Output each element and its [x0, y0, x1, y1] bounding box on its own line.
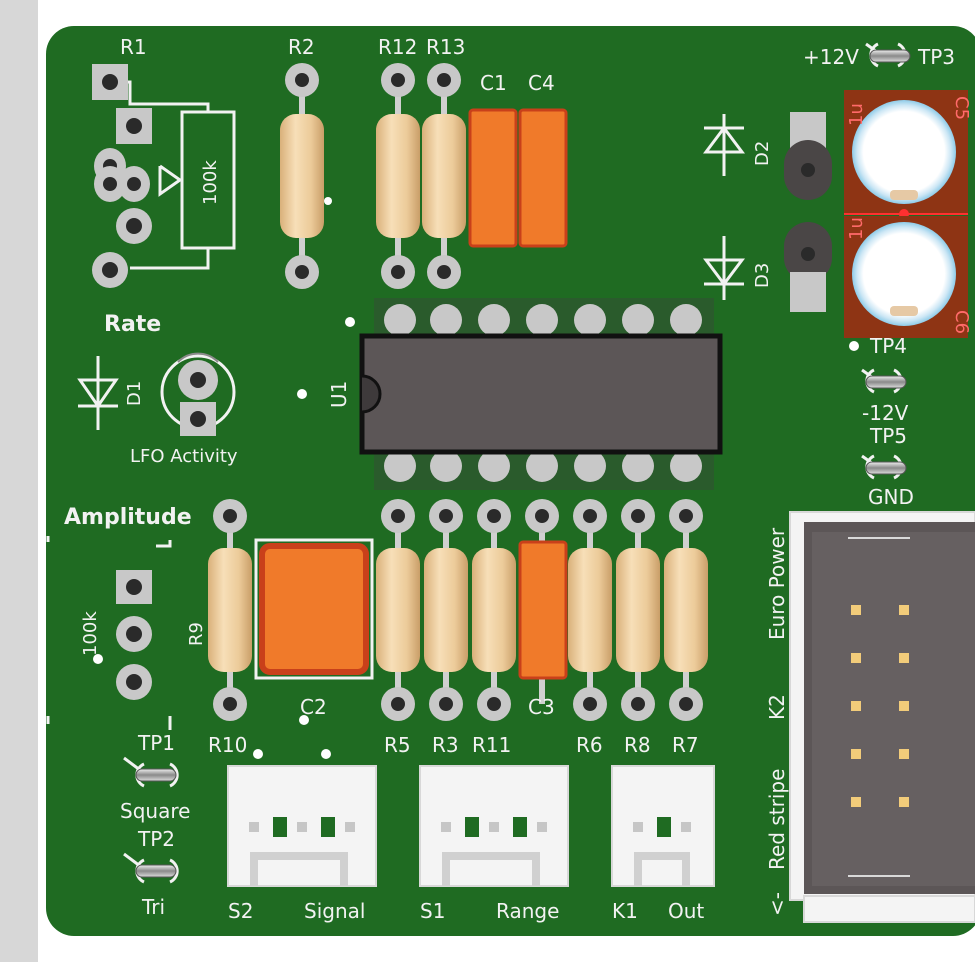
- label-k2: K2: [765, 694, 789, 720]
- pot-amplitude: [46, 536, 172, 730]
- resistor-r5: [376, 499, 420, 721]
- label-tp5: TP5: [869, 424, 907, 448]
- diode-body-d2: [784, 112, 832, 200]
- pot-r1: [92, 64, 236, 288]
- label-s1: S1: [420, 899, 445, 923]
- label-d2: D2: [752, 141, 773, 166]
- label-r8: R8: [624, 733, 651, 757]
- label-gnd: GND: [868, 485, 914, 509]
- resistor-r7: [664, 499, 708, 721]
- label-s2: S2: [228, 899, 253, 923]
- label-r3: R3: [432, 733, 459, 757]
- resistor-r13: [422, 63, 466, 289]
- label-tp3: TP3: [917, 45, 955, 69]
- label-range: Range: [496, 899, 559, 923]
- header-k2: [789, 511, 975, 923]
- resistor-r12: [376, 63, 420, 289]
- label-c1: C1: [480, 71, 507, 95]
- connector-s1: [419, 765, 569, 887]
- label-c5-value: 1u: [846, 103, 867, 126]
- label-amplitude: Amplitude: [64, 505, 192, 530]
- label-tp1: TP1: [137, 731, 175, 755]
- connector-s2: [227, 765, 377, 887]
- label-k1: K1: [612, 899, 638, 923]
- diode-d2: [703, 114, 745, 176]
- diode-body-d3: [784, 222, 832, 312]
- pin1-dot-r10: [253, 749, 263, 759]
- pin1-dot-r2: [324, 197, 332, 205]
- label-rate: Rate: [104, 312, 161, 337]
- testpoint-tp2: [123, 852, 179, 884]
- label-r9: R9: [186, 622, 207, 646]
- label-r2: R2: [288, 35, 315, 59]
- label-pot-value-top: 100k: [200, 160, 221, 205]
- ic-u1-body: [359, 333, 723, 455]
- label-r1: R1: [120, 35, 147, 59]
- label-c2: C2: [300, 695, 327, 719]
- resistor-r8: [616, 499, 660, 721]
- resistor-r11: [472, 499, 516, 721]
- testpoint-tp1: [123, 756, 179, 788]
- resistor-r2: [280, 63, 324, 289]
- resistor-r9: [208, 499, 252, 721]
- resistor-r6: [568, 499, 612, 721]
- label-out: Out: [668, 899, 704, 923]
- testpoint-tp4: [861, 368, 907, 394]
- label-r5: R5: [384, 733, 411, 757]
- label-tri: Tri: [141, 895, 165, 919]
- label-c3: C3: [528, 695, 555, 719]
- label-tp2: TP2: [137, 827, 175, 851]
- diode-d3: [703, 236, 745, 300]
- label-r11: R11: [472, 733, 511, 757]
- capacitor-c4: [518, 108, 568, 248]
- diode-d1: [77, 356, 119, 430]
- label-c5: C5: [951, 96, 972, 120]
- capacitor-c3: [518, 499, 568, 704]
- label-r7: R7: [672, 733, 699, 757]
- label-c4: C4: [528, 71, 555, 95]
- label-pot-value-bottom: 100k: [80, 611, 101, 656]
- ref-dot-u1: [297, 389, 307, 399]
- sidebar-strip: [0, 0, 38, 962]
- resistor-r3: [424, 499, 468, 721]
- label-square: Square: [120, 799, 190, 823]
- pin1-dot-s2: [321, 749, 331, 759]
- label-c6-value: 1u: [846, 217, 867, 240]
- label-red-stripe: Red stripe: [765, 769, 789, 870]
- label-d1: D1: [124, 381, 145, 406]
- capacitor-c1: [468, 108, 518, 248]
- label-r6: R6: [576, 733, 603, 757]
- label-d3: D3: [752, 263, 773, 288]
- label-u1: U1: [327, 381, 351, 408]
- testpoint-tp3: [865, 42, 911, 68]
- pin1-dot-u1: [345, 317, 355, 327]
- label-euro-power: Euro Power: [765, 527, 789, 640]
- pin1-dot-tp4: [849, 341, 859, 351]
- elcap-c6: [844, 216, 968, 338]
- label-minus12v: -12V: [862, 401, 909, 425]
- label-tp3-voltage: +12V: [803, 45, 859, 69]
- testpoint-tp5: [861, 454, 907, 480]
- pcb-substrate: [46, 26, 975, 936]
- label-r12: R12: [378, 35, 417, 59]
- pin1-dot-amplitude: [93, 654, 103, 664]
- label-r13: R13: [426, 35, 465, 59]
- led-lfo-activity: [160, 352, 236, 436]
- label-lfo-activity: LFO Activity: [130, 446, 238, 467]
- label-tp4: TP4: [869, 334, 907, 358]
- label-r10: R10: [208, 733, 247, 757]
- label-c6: C6: [951, 310, 972, 334]
- label-signal: Signal: [304, 899, 365, 923]
- pin1-dot-c2: [299, 715, 309, 725]
- capacitor-c2: [254, 538, 374, 680]
- elcap-c5: [844, 90, 968, 214]
- connector-k1: [611, 765, 715, 887]
- label-arrow: <-: [765, 892, 789, 916]
